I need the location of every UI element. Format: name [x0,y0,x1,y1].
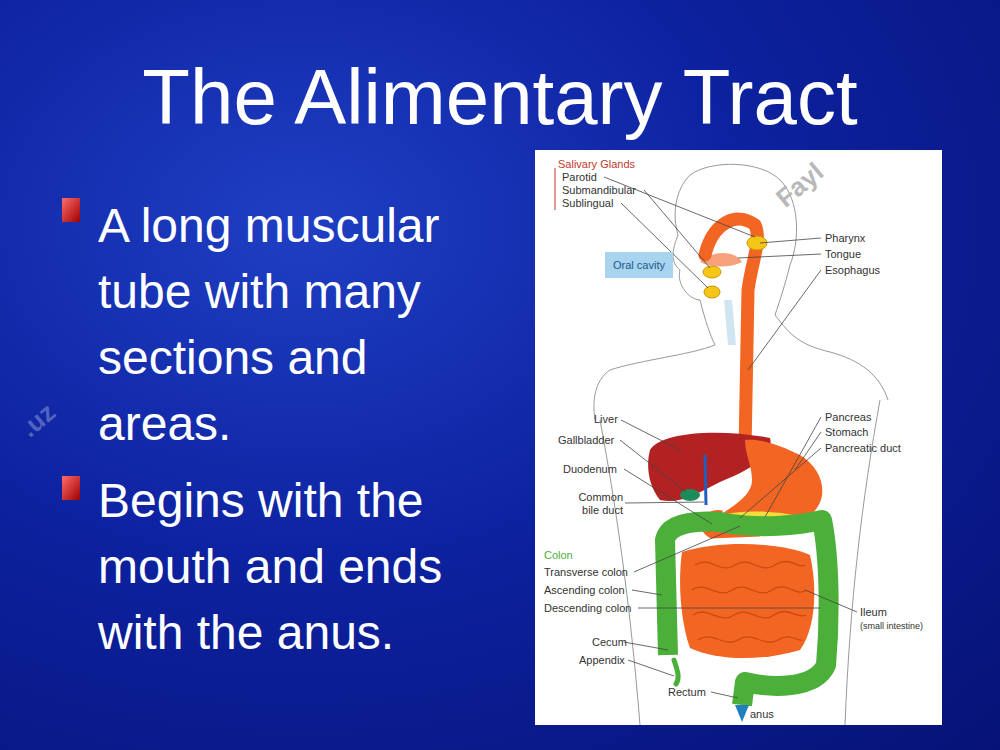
submandibular-gland [703,266,721,278]
part-label: Transverse colon [544,566,628,579]
bullet-square [62,198,80,222]
part-label: Duodenum [563,463,617,476]
part-label: Pancreatic duct [825,442,901,455]
part-label: Pharynx [825,232,865,245]
part-label: anus [750,708,774,721]
part-label: Gallbladder [558,434,614,447]
part-label: Appendix [579,654,625,667]
gallbladder [680,489,700,501]
part-label: Common bile duct [565,491,623,517]
region-box: Oral cavity [605,252,673,278]
part-label: Cecum [592,636,627,649]
part-label: Submandibular [562,184,636,197]
diagram-panel [535,150,942,725]
bullet-text: A long muscular tube with many sections … [98,193,513,457]
trachea [724,300,736,345]
part-label: Descending colon [544,602,631,615]
appendix [674,660,678,684]
bullet-square [62,476,80,500]
sublingual-gland [704,286,720,298]
intestine-folds [692,561,806,642]
part-label: Stomach [825,426,868,439]
part-label: Ileum [860,606,887,619]
bracket [555,168,556,210]
group-label: Salivary Glands [558,158,635,171]
bile-duct [705,455,706,505]
part-label: Pancreas [825,411,871,424]
part-label: (small intestine) [860,620,923,633]
part-label: Parotid [562,171,597,184]
leader-lines [604,177,857,698]
pharynx-esophagus [705,219,757,450]
part-label: Rectum [668,686,706,699]
region-label: Oral cavity [613,259,665,271]
part-label: Ascending colon [544,584,625,597]
small-intestine [680,544,814,658]
anus [735,705,749,722]
watermark: .uz [14,397,62,444]
slide-title: The Alimentary Tract [0,52,1000,142]
part-label: Tongue [825,248,861,261]
bullet-text: Begins with the mouth and ends with the … [98,468,513,666]
group-label: Colon [544,549,573,562]
part-label: Sublingual [562,197,613,210]
part-label: Liver [594,413,618,426]
part-label: Esophagus [825,264,880,277]
